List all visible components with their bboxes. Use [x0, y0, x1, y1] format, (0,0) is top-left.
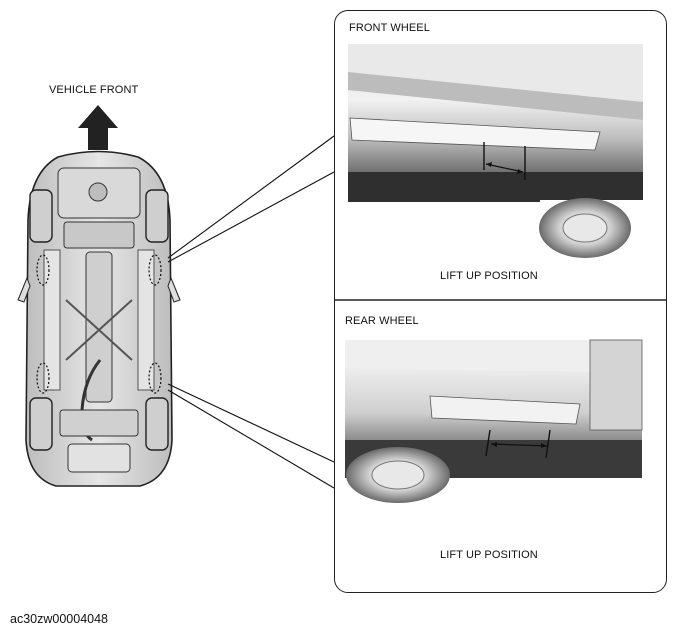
rear-wheel-photo — [345, 339, 643, 503]
vehicle-front-label: VEHICLE FRONT — [49, 84, 139, 96]
vehicle-front-arrow — [78, 105, 118, 150]
vehicle-underbody — [17, 150, 181, 487]
front-wheel-photo — [348, 44, 643, 262]
figure-id: ac30zw00004048 — [10, 612, 108, 626]
front-wheel-label: FRONT WHEEL — [349, 22, 430, 34]
front-lift-position-label: LIFT UP POSITION — [440, 270, 538, 282]
detail-panel — [334, 10, 667, 593]
rear-wheel-label: REAR WHEEL — [345, 315, 419, 327]
leader-lines — [167, 135, 335, 489]
rear-lift-position-label: LIFT UP POSITION — [440, 549, 538, 561]
